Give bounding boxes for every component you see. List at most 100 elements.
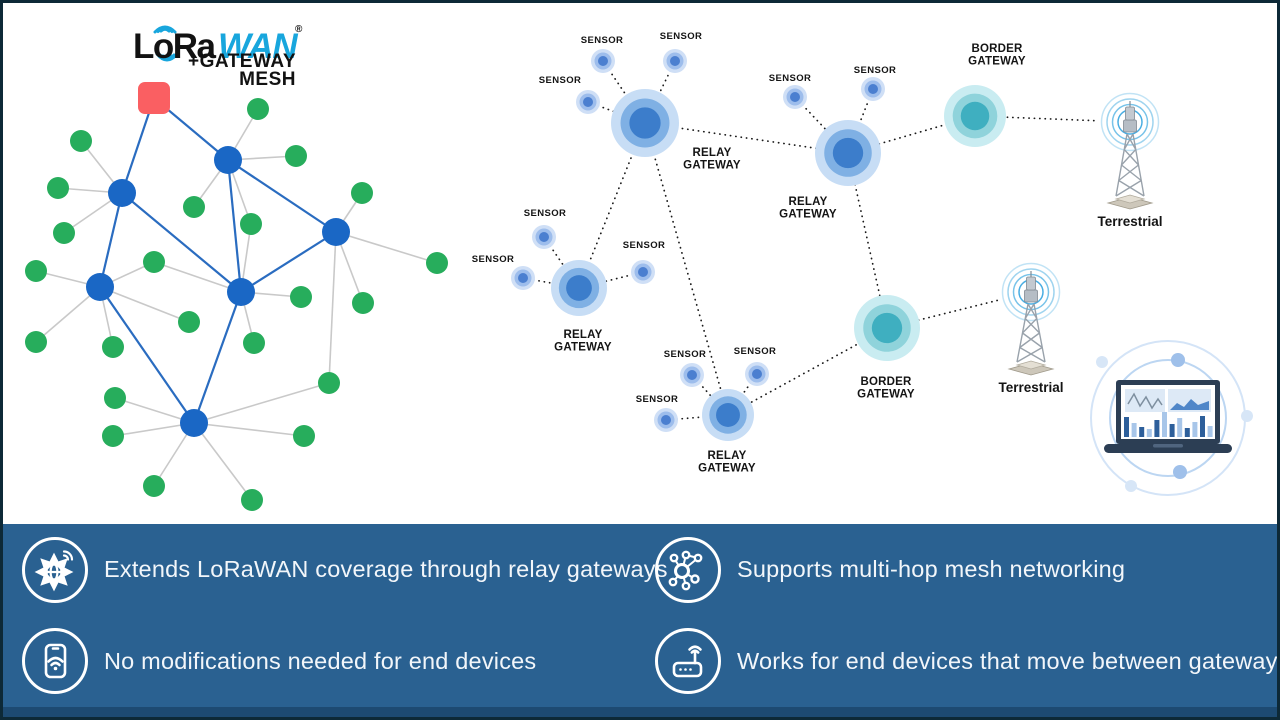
mesh-device-node [178,311,200,333]
mesh-gateway-node [108,179,136,207]
mesh-link [99,286,195,424]
mesh-device-node [70,130,92,152]
mesh-device-node [143,251,165,273]
mesh-device-node [290,286,312,308]
feature-item-end-devices: No modifications needed for end devices [22,628,655,695]
mesh-gateway-node [86,273,114,301]
feature-item-mobility: Works for end devices that move between … [655,628,1280,695]
mesh-link [193,422,253,501]
mesh-link [98,192,124,288]
sensor-node [745,362,769,386]
network-diagram: SENSOR SENSOR SENSOR SENSOR SENSOR SENSOR SENS… [25,31,1253,511]
mesh-device-node [102,336,124,358]
relay-gateway-node [702,389,754,441]
sensor-label: SENSOR [472,254,515,265]
sensor-label: SENSOR [769,73,812,84]
sensor-node [576,90,600,114]
analytics-laptop [1090,340,1253,496]
mesh-link [35,286,101,343]
relay-gateway-node [551,260,607,316]
mesh-root-node [138,82,170,114]
lorawan-gateway-mesh-logo: LoRa WAN ® +GATEWAY MESH [0,0,320,110]
mesh-link [193,382,330,424]
mesh-device-node [102,425,124,447]
border-gateway-node [944,85,1006,147]
terrestrial-tower: Terrestrial [1097,92,1163,229]
feature-text: Works for end devices that move between … [737,647,1280,674]
mesh-link [192,291,243,424]
relay-gateway-node [611,89,679,157]
feature-text: Supports multi-hop mesh networking [737,556,1126,583]
mesh-device-node [426,252,448,274]
mesh-device-node [285,145,307,167]
router-wifi-icon [655,628,721,695]
mesh-device-node [318,372,340,394]
dotted-link [644,122,729,416]
dotted-link [691,374,729,416]
mesh-gateway-node [214,146,242,174]
mesh-link [227,159,337,233]
mesh-link [99,286,190,323]
sensor-label: SENSOR [636,394,679,405]
logo-text-mesh: MESH [239,69,296,90]
terrestrial-tower: Terrestrial [998,262,1064,395]
sensor-node [861,77,885,101]
sensor-label: SENSOR [734,346,777,357]
logo-text-gateway: +GATEWAY [188,51,296,72]
feature-text: Extends LoRaWAN coverage through relay g… [104,556,668,583]
mesh-gateway-node [322,218,350,246]
sensor-node [631,260,655,284]
feature-item-coverage: Extends LoRaWAN coverage through relay g… [22,536,667,603]
mesh-device-node [293,425,315,447]
sensor-node [680,363,704,387]
logo-text-lora: LoRa [133,27,216,66]
mesh-gateway-node [227,278,255,306]
sensor-label: SENSOR [660,31,703,42]
dotted-link [644,122,849,154]
terrestrial-label: Terrestrial [1097,214,1162,229]
sensor-label: SENSOR [664,349,707,360]
mesh-link [328,231,337,384]
feature-banner: Extends LoRaWAN coverage through relay g… [0,524,1280,707]
phone-wifi-icon [22,628,88,695]
sensor-label: SENSOR [539,75,582,86]
sensor-node [591,49,615,73]
mesh-device-node [47,177,69,199]
mesh-network-icon [655,536,721,603]
mesh-gateway-node [180,409,208,437]
mesh-device-node [25,331,47,353]
feature-text: No modifications needed for end devices [104,647,537,674]
mesh-device-node [352,292,374,314]
mesh-link [153,261,242,293]
mesh-device-node [53,222,75,244]
sensor-node [511,266,535,290]
lora-signal-arcs-icon [153,25,179,62]
dotted-link [602,60,646,124]
border-gateway-node [854,295,920,361]
mesh-device-node [247,98,269,120]
sensor-label: SENSOR [524,208,567,219]
sensor-node [783,85,807,109]
sensor-node [663,49,687,73]
mesh-link [226,159,243,293]
mesh-device-node [240,213,262,235]
feature-item-mesh: Supports multi-hop mesh networking [655,536,1280,603]
sensor-label: SENSOR [854,65,897,76]
mesh-device-node [143,475,165,497]
logo-text-wan: WAN [218,27,298,66]
sensor-label: SENSOR [581,35,624,46]
mesh-device-node [104,387,126,409]
mesh-device-node [183,196,205,218]
mesh-device-node [241,489,263,511]
mesh-device-node [351,182,373,204]
banner-footer-strip [0,707,1280,720]
relay-gateway-node [815,120,881,186]
mesh-device-node [25,260,47,282]
